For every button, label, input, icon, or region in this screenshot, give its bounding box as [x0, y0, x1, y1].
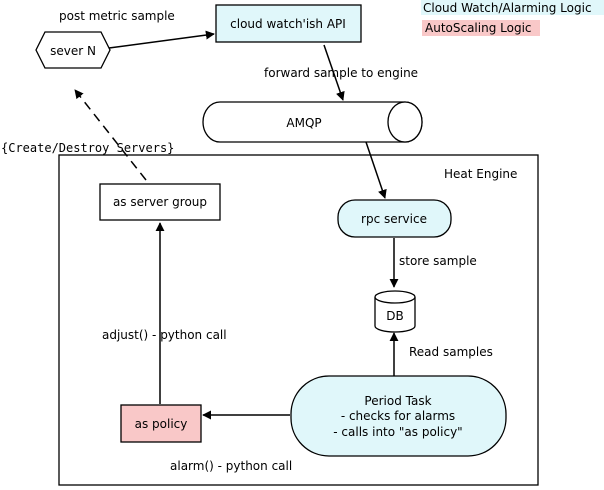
as-policy-label: as policy: [135, 417, 188, 431]
legend-autoscaling-label: AutoScaling Logic: [425, 21, 532, 35]
store-sample-label: store sample: [399, 254, 477, 268]
heat-engine-container: Heat Engine: [58, 154, 539, 486]
db-node: DB: [374, 290, 416, 333]
legend: Cloud Watch/Alarming Logic AutoScaling L…: [421, 0, 604, 36]
read-samples-label: Read samples: [409, 345, 493, 359]
edge-server-to-api: [108, 30, 215, 49]
period-task-title: Period Task: [364, 394, 431, 408]
amqp-label: AMQP: [286, 116, 321, 130]
legend-cloudwatch-swatch: [421, 0, 604, 15]
rpc-service-node: rpc service: [337, 199, 452, 238]
server-node: sever N: [35, 31, 111, 69]
period-task-line-policy: - calls into "as policy": [333, 425, 462, 439]
edge-labels: post metric sample forward sample to eng…: [1, 9, 493, 473]
edge-group-to-server: [74, 89, 147, 181]
period-task-line-alarms: - checks for alarms: [341, 409, 455, 423]
legend-autoscaling-swatch: [422, 20, 540, 36]
heat-engine-label: Heat Engine: [444, 167, 517, 181]
legend-cloudwatch-label: Cloud Watch/Alarming Logic: [423, 1, 592, 15]
db-label: DB: [386, 309, 403, 323]
edge-api-to-amqp: [323, 44, 345, 101]
adjust-label: adjust() - python call: [102, 328, 227, 342]
post-metric-label: post metric sample: [59, 9, 175, 23]
server-label: sever N: [50, 44, 96, 58]
forward-label: forward sample to engine: [264, 66, 418, 80]
amqp-node: AMQP: [202, 101, 423, 143]
rpc-service-label: rpc service: [361, 212, 427, 226]
period-task-node: Period Task - checks for alarms - calls …: [290, 375, 507, 457]
edge-amqp-to-rpc: [365, 141, 387, 199]
edges: [74, 30, 399, 420]
as-policy-node: as policy: [120, 404, 202, 443]
api-label: cloud watch'ish API: [230, 17, 346, 31]
api-node: cloud watch'ish API: [215, 4, 362, 43]
alarm-label: alarm() - python call: [170, 459, 292, 473]
create-destroy-label: {Create/Destroy Servers}: [1, 141, 174, 155]
server-group-node: as server group: [99, 183, 221, 221]
server-group-label: as server group: [113, 195, 207, 209]
